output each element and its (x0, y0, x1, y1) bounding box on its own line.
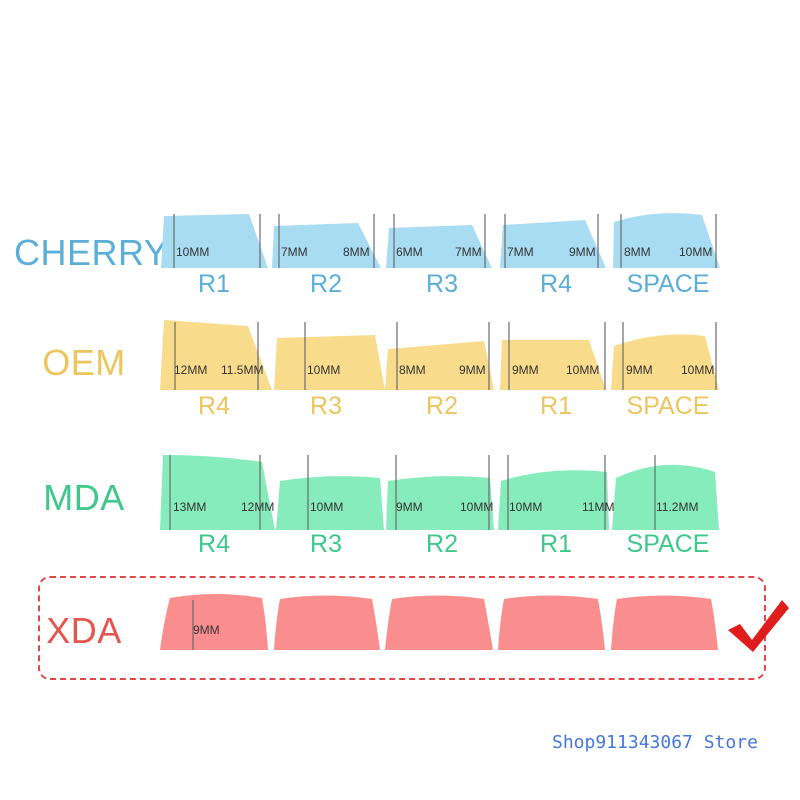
mda-key-2-left-height: 10MM (310, 500, 343, 514)
profile-label-mda: MDA (43, 477, 125, 518)
mda-keycap-4 (498, 470, 609, 530)
checkmark-icon (728, 600, 789, 652)
mda-key-4-left-height: 10MM (509, 500, 542, 514)
cherry-key-3-right-height: 7MM (455, 245, 482, 259)
mda-row-label-r2: R2 (426, 530, 458, 558)
cherry-key-5-right-height: 10MM (679, 245, 712, 259)
cherry-row-label-r4: R4 (540, 270, 572, 298)
xda-key-1-left-height: 9MM (193, 623, 220, 637)
mda-key-1-left-height: 13MM (173, 500, 206, 514)
cherry-key-5-left-height: 8MM (624, 245, 651, 259)
mda-keycap-2 (276, 476, 384, 530)
cherry-keycap-1 (161, 214, 268, 268)
cherry-row-label-r1: R1 (198, 270, 230, 298)
xda-keycap-4 (498, 595, 605, 650)
store-watermark: Shop911343067 Store (552, 732, 758, 753)
cherry-key-4-right-height: 9MM (569, 245, 596, 259)
oem-keycap-1 (160, 320, 272, 390)
cherry-keycap-3 (386, 225, 492, 268)
cherry-row-label-r2: R2 (310, 270, 342, 298)
oem-keycap-5 (611, 334, 719, 390)
oem-key-2-left-height: 10MM (307, 363, 340, 377)
mda-keycap-1 (160, 455, 275, 530)
oem-row-label-space: SPACE (626, 392, 710, 420)
mda-key-4-right-height: 11MM (582, 500, 614, 514)
mda-keycap-3 (386, 476, 494, 530)
oem-key-4-right-height: 10MM (566, 363, 599, 377)
cherry-row-label-r3: R3 (426, 270, 458, 298)
xda-keycap-1 (160, 594, 268, 650)
mda-row-label-r1: R1 (540, 530, 572, 558)
oem-keycap-2 (274, 335, 385, 390)
cherry-keycap-5 (613, 213, 720, 268)
oem-key-3-right-height: 9MM (459, 363, 486, 377)
mda-key-3-left-height: 9MM (396, 500, 423, 514)
cherry-key-4-left-height: 7MM (507, 245, 534, 259)
mda-key-5-right-height: 11.2MM (656, 500, 698, 514)
cherry-key-1-left-height: 10MM (176, 245, 209, 259)
oem-key-5-left-height: 9MM (626, 363, 653, 377)
oem-row-label-r3: R3 (310, 392, 342, 420)
oem-keycap-4 (500, 340, 606, 390)
oem-key-5-right-height: 10MM (681, 363, 714, 377)
oem-row-label-r4: R4 (198, 392, 230, 420)
cherry-row-label-space: SPACE (626, 270, 710, 298)
mda-key-3-right-height: 10MM (460, 500, 493, 514)
oem-key-1-left-height: 12MM (174, 363, 207, 377)
oem-key-1-right-height: 11.5MM (221, 363, 263, 377)
oem-key-4-left-height: 9MM (512, 363, 539, 377)
mda-keycap-5 (612, 464, 719, 530)
profile-label-oem: OEM (42, 342, 126, 383)
xda-keycap-3 (385, 595, 493, 650)
oem-key-3-left-height: 8MM (399, 363, 426, 377)
profile-label-cherry: CHERRY (14, 232, 169, 273)
profile-label-xda: XDA (46, 610, 122, 651)
cherry-keycap-2 (272, 223, 381, 268)
cherry-key-2-left-height: 7MM (281, 245, 308, 259)
mda-row-label-r3: R3 (310, 530, 342, 558)
oem-keycap-3 (385, 341, 494, 390)
xda-keycap-5 (611, 595, 718, 650)
oem-row-label-r1: R1 (540, 392, 572, 420)
cherry-key-2-right-height: 8MM (343, 245, 370, 259)
mda-row-label-r4: R4 (198, 530, 230, 558)
mda-row-label-space: SPACE (626, 530, 710, 558)
cherry-key-3-left-height: 6MM (396, 245, 423, 259)
mda-key-1-right-height: 12MM (241, 500, 274, 514)
xda-keycap-2 (274, 595, 380, 650)
cherry-keycap-4 (500, 220, 606, 268)
oem-row-label-r2: R2 (426, 392, 458, 420)
